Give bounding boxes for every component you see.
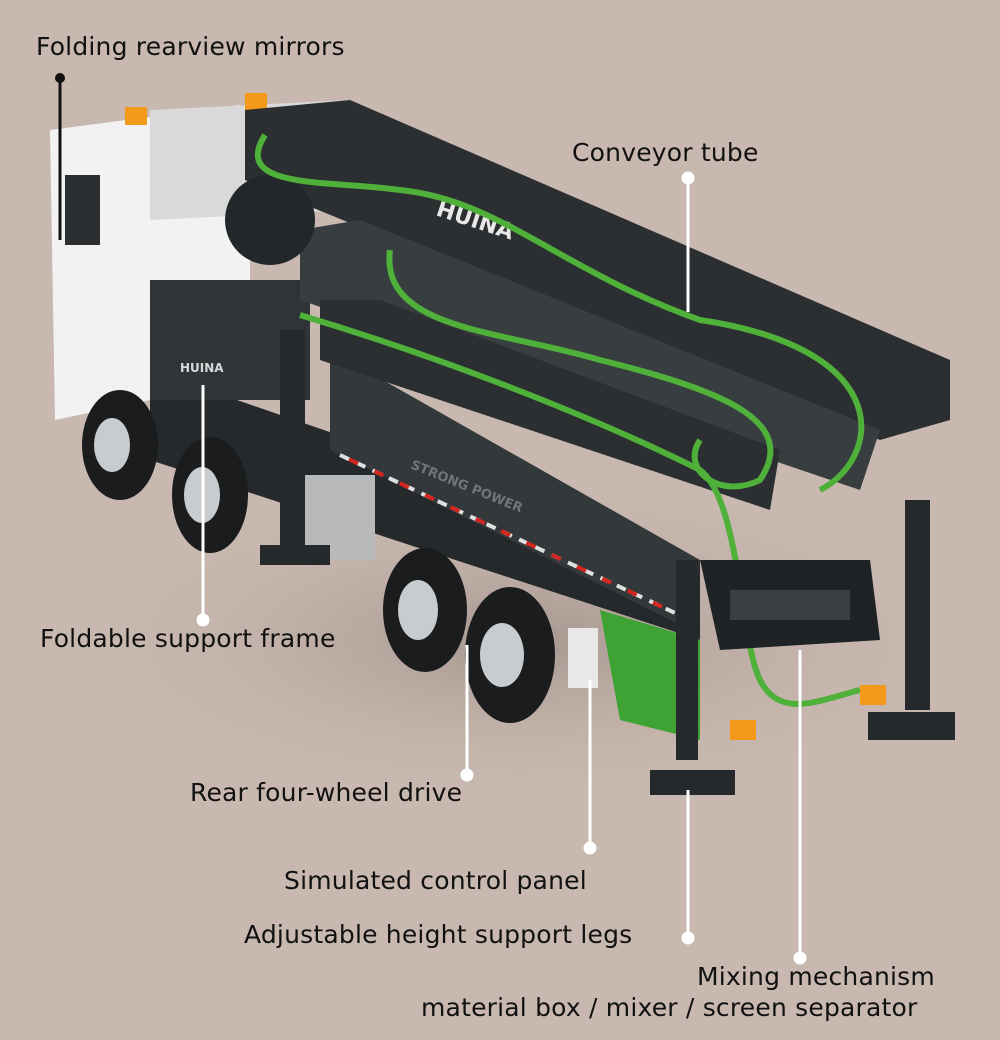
label-conveyor-tube: Conveyor tube: [572, 138, 759, 167]
mixing-hopper: [568, 560, 886, 740]
label-simulated-control-panel: Simulated control panel: [284, 866, 587, 895]
beacon-light-left: [125, 107, 147, 125]
label-mixing-mechanism: Mixing mechanism: [697, 962, 935, 991]
label-foldable-support-frame: Foldable support frame: [40, 624, 336, 653]
cab-brand-logo: HUINA: [180, 361, 224, 375]
support-legs: [260, 330, 955, 795]
conveyor-tube: [254, 133, 865, 707]
control-panel: [568, 628, 598, 688]
wheels: [82, 390, 555, 723]
label-adjustable-support-legs: Adjustable height support legs: [244, 920, 633, 949]
label-mixing-detail: material box / mixer / screen separator: [421, 993, 918, 1022]
callout-leaders: [55, 73, 807, 965]
label-folding-rearview-mirrors: Folding rearview mirrors: [36, 32, 345, 61]
label-rear-four-wheel-drive: Rear four-wheel drive: [190, 778, 463, 807]
beacon-light-right: [245, 93, 267, 111]
